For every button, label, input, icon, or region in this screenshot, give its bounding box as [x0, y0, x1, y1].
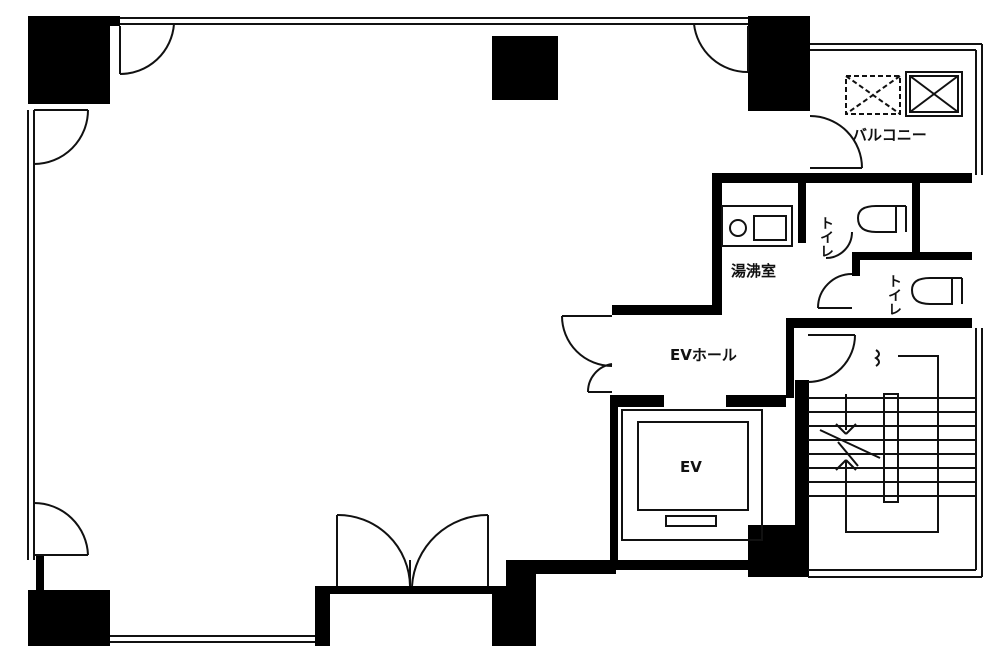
label-ev-hall: EVホール	[670, 346, 737, 364]
toilet-fixtures	[856, 205, 963, 305]
elevator	[621, 409, 763, 541]
walls	[28, 16, 972, 646]
balcony-vent-boxes	[845, 71, 963, 117]
column-bottom-left	[28, 590, 110, 646]
column-interior	[492, 36, 558, 100]
doors	[33, 23, 863, 587]
label-balcony: バルコニー	[852, 126, 927, 144]
label-ev: EV	[680, 458, 702, 476]
column-top-left	[28, 16, 110, 104]
label-kitchenette: 湯沸室	[731, 262, 776, 280]
label-toilet-2: トイレ	[886, 274, 902, 316]
staircase	[808, 328, 983, 578]
kitchenette-fixtures	[721, 205, 793, 247]
label-toilet-1: トイレ	[818, 216, 834, 258]
exterior-window-lines	[27, 17, 752, 643]
